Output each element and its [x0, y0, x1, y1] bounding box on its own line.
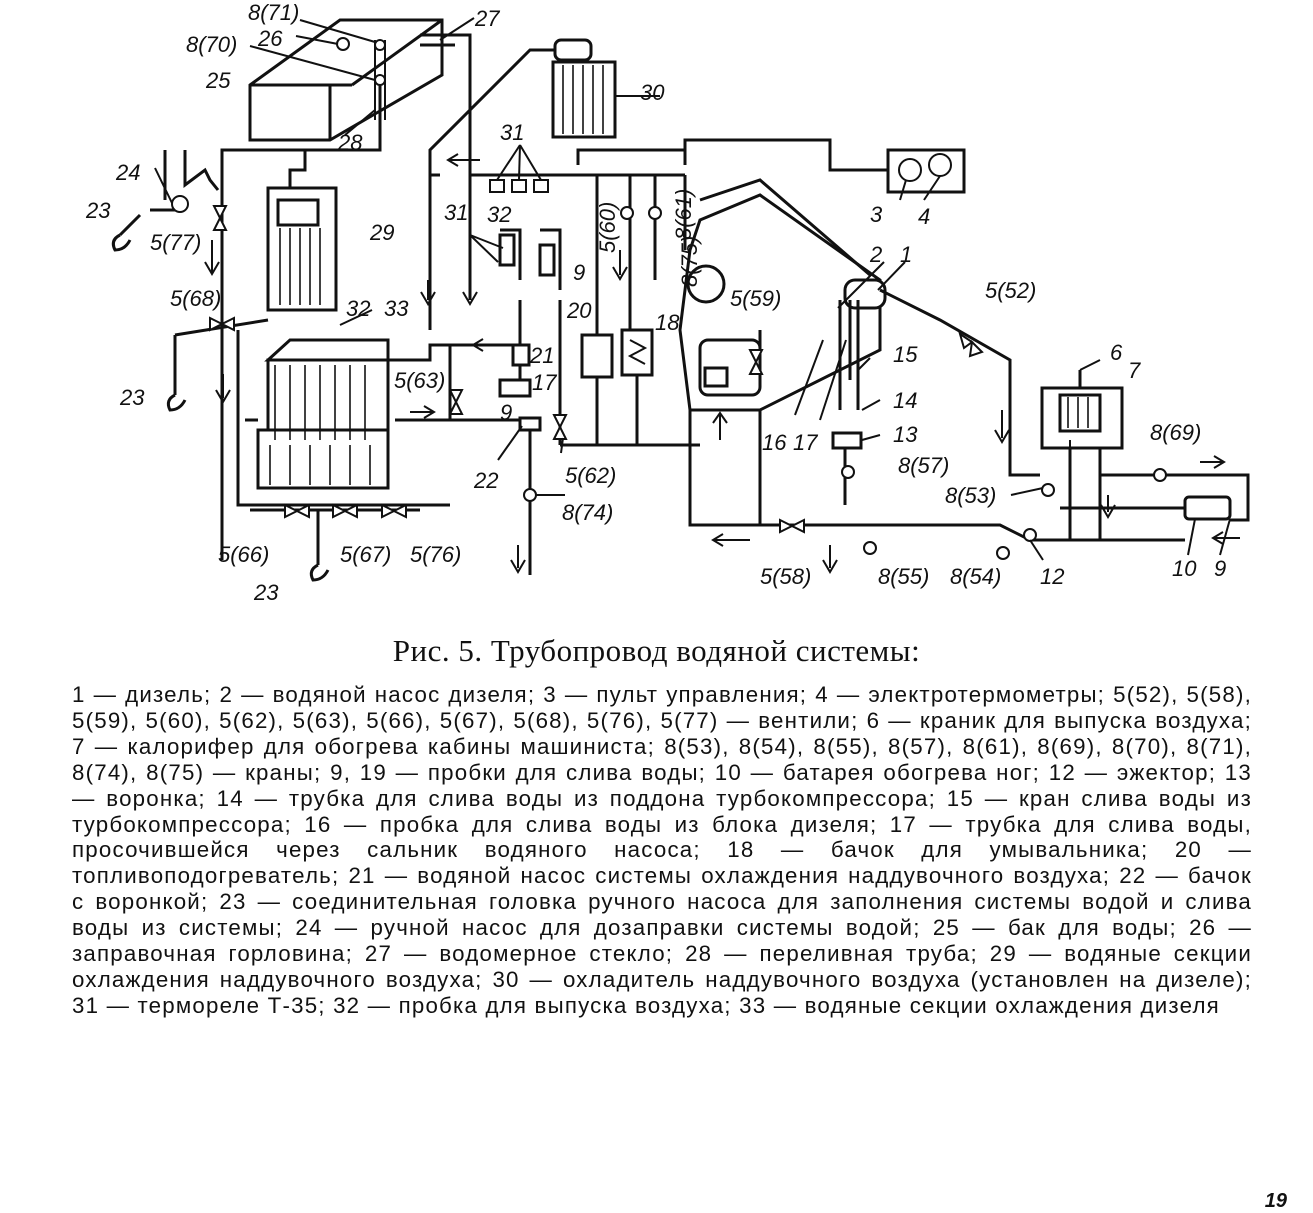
label-17a: 17 — [532, 370, 557, 395]
label-2: 2 — [869, 242, 882, 267]
label-29: 29 — [369, 220, 394, 245]
label-32b: 32 — [346, 296, 370, 321]
leader-lines — [154, 17, 1231, 561]
valves — [209, 205, 984, 534]
charge-air-cooler-30 — [428, 38, 617, 330]
label-7: 7 — [1128, 358, 1141, 383]
label-23b: 23 — [119, 385, 145, 410]
control-panel-3 — [683, 138, 966, 194]
overflow-pipe-28 — [220, 85, 382, 560]
label-33: 33 — [384, 296, 409, 321]
upper-main-pipe — [430, 148, 685, 177]
label-9c: 9 — [1214, 556, 1226, 581]
label-14: 14 — [893, 388, 917, 413]
figure-caption: Рис. 5. Трубопровод водяной системы: — [392, 633, 921, 668]
label-5-63: 5(63) — [394, 368, 445, 393]
bottom-return-pipe — [688, 410, 1185, 542]
label-5-66: 5(66) — [218, 542, 269, 567]
label-5-67: 5(67) — [340, 542, 391, 567]
label-5-60: 5(60) — [595, 202, 620, 253]
label-8-70: 8(70) — [186, 32, 237, 57]
pump-21-assembly — [498, 228, 562, 575]
label-8-74: 8(74) — [562, 500, 613, 525]
cab-heater-7 — [1040, 370, 1124, 540]
label-1: 1 — [900, 242, 912, 267]
label-8-53: 8(53) — [945, 483, 996, 508]
label-5-59: 5(59) — [730, 286, 781, 311]
diesel-cooling-sections-33 — [256, 338, 390, 490]
left-pipe-loop — [173, 318, 520, 507]
label-27: 27 — [474, 6, 500, 31]
label-32a: 32 — [487, 202, 511, 227]
label-6: 6 — [1110, 340, 1123, 365]
radiator-29 — [266, 150, 338, 312]
connection-heads-23 — [111, 233, 330, 582]
label-30: 30 — [640, 80, 665, 105]
label-10: 10 — [1172, 556, 1197, 581]
label-4: 4 — [918, 204, 930, 229]
label-8-71: 8(71) — [248, 0, 299, 25]
label-8-57: 8(57) — [898, 453, 949, 478]
diesel-engine-1 — [678, 178, 1040, 505]
label-9b: 9 — [573, 260, 585, 285]
hand-pump-24 — [118, 150, 220, 237]
label-13: 13 — [893, 422, 918, 447]
label-5-68: 5(68) — [170, 286, 221, 311]
figure-legend: 1 — дизель; 2 — водяной насос дизеля; 3 … — [72, 682, 1252, 1018]
callout-labels: 8(71) 27 8(70) 26 25 28 30 31 31 32 24 2… — [85, 0, 1226, 605]
label-20: 20 — [566, 298, 592, 323]
label-9a: 9 — [500, 400, 512, 425]
label-22: 22 — [473, 468, 498, 493]
label-8-75: 8(75) — [677, 236, 702, 287]
fuel-heater-20 — [580, 175, 614, 445]
foot-heater-battery-10 — [1060, 473, 1250, 522]
label-21: 21 — [529, 343, 554, 368]
label-23a: 23 — [85, 198, 111, 223]
label-5-77: 5(77) — [150, 230, 201, 255]
label-31a: 31 — [500, 120, 524, 145]
label-12: 12 — [1040, 564, 1064, 589]
label-28: 28 — [337, 130, 363, 155]
middle-collector — [558, 175, 700, 447]
label-24: 24 — [115, 160, 140, 185]
label-17b: 17 — [793, 430, 818, 455]
label-5-52: 5(52) — [985, 278, 1036, 303]
label-25: 25 — [205, 68, 231, 93]
label-8-54: 8(54) — [950, 564, 1001, 589]
label-18: 18 — [655, 310, 680, 335]
thermo-relays-31 — [489, 144, 549, 193]
label-5-76: 5(76) — [410, 542, 461, 567]
label-8-55: 8(55) — [878, 564, 929, 589]
label-16: 16 — [762, 430, 787, 455]
label-5-62: 5(62) — [565, 463, 616, 488]
label-23c: 23 — [253, 580, 279, 605]
label-8-61: 8(61) — [671, 189, 696, 240]
bottom-drain-manifold — [250, 508, 420, 565]
label-15: 15 — [893, 342, 918, 367]
label-8-69: 8(69) — [1150, 420, 1201, 445]
label-5-58: 5(58) — [760, 564, 811, 589]
water-system-diagram: 8(71) 27 8(70) 26 25 28 30 31 31 32 24 2… — [85, 0, 1250, 605]
label-31b: 31 — [444, 200, 468, 225]
label-3: 3 — [870, 202, 883, 227]
flow-arrows — [204, 153, 1240, 574]
washstand-tank-18 — [620, 175, 654, 445]
label-26: 26 — [257, 26, 283, 51]
